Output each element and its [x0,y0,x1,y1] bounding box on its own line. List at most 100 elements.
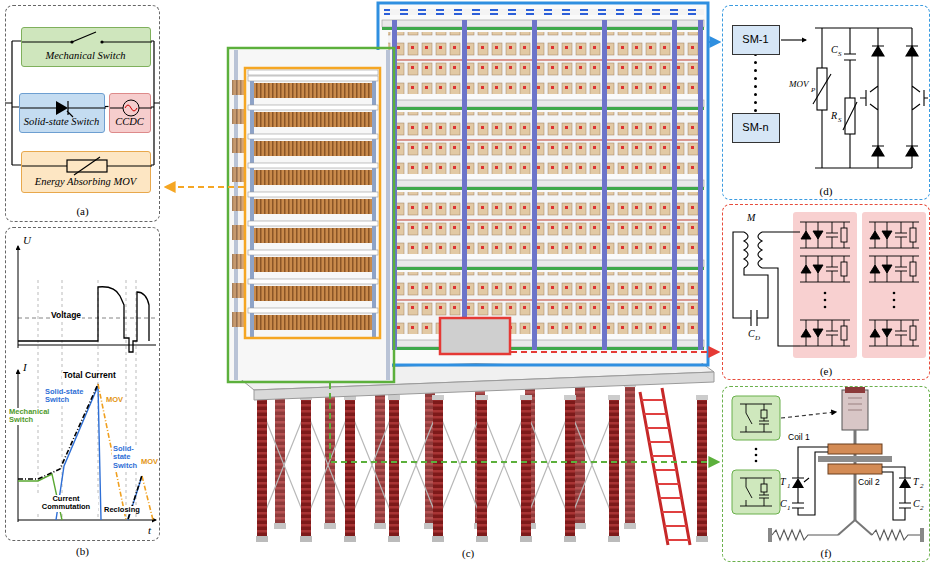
tower-illustration [166,186,244,188]
wave-plot [18,246,156,522]
panel-frame: (a) Mechanical SwitchSolid-state SwitchCC… [5,5,160,222]
panel-caption: (e) [723,365,929,378]
tower-illustration [392,20,703,350]
tower-illustration [602,20,607,350]
tower-illustration [232,308,378,337]
tower-illustration [624,382,636,529]
switch-box: Solid-state Switch [19,93,105,133]
thyristor-symbol [20,94,106,134]
wave-plot [38,280,136,520]
symbol-label: C [780,498,787,509]
wave-plot [18,520,156,521]
fast-switch-actuator [842,390,868,430]
fast-switch-actuator [755,448,758,451]
tower-illustration [382,100,704,174]
tower-illustration [232,221,378,250]
fast-switch-actuator [755,454,758,457]
fast-switch-actuator [732,470,780,514]
annotation-label: Reclosing [103,506,141,514]
tower-illustration [440,318,510,354]
tower-illustration [698,20,703,350]
tower-illustration [608,395,620,542]
fast-switch-actuator [781,412,836,418]
fast-switch-actuator [755,448,758,463]
fast-switch-actuator [818,456,892,462]
ccdc-circuit [758,232,762,268]
ccdc-circuit [869,222,919,248]
fast-switch-actuator [755,460,758,463]
symbol-label: C [748,328,755,339]
wave-plot [18,287,149,352]
ccdc-circuit [733,212,926,358]
fast-switch-actuator [792,447,911,520]
ccdc-circuit [824,292,827,295]
fast-switch-actuator [740,404,772,432]
panel-caption: (b) [6,545,159,558]
symbol-label: R [831,110,837,121]
symbol-label: 2 [920,483,924,491]
fast-switch-actuator [740,478,772,506]
submodule-circuit [781,28,928,168]
tower-illustration [384,9,704,15]
wave-plot [18,370,19,522]
tower-illustration [248,70,378,75]
panel-caption: (f) [723,547,929,560]
ccdc-circuit [793,212,857,358]
ccdc-circuit [800,222,850,248]
mechanical-switch-symbol [22,28,152,68]
symbol-label: 2 [920,505,924,513]
annotation-label: MOV [106,396,123,404]
fast-switch-actuator [838,520,872,535]
box-label: SM-n [742,121,768,134]
panel-caption: (a) [6,205,159,218]
symbol-label: T [780,476,786,487]
ccdc-circuit [862,212,926,358]
fast-switch-actuator [732,396,780,440]
symbol-label: T [913,476,919,487]
tower-illustration [380,5,706,363]
ccdc-circuit [893,292,896,295]
fast-switch-actuator [848,398,862,410]
tower-illustration [232,163,378,192]
tower-illustration [388,395,400,542]
symbol-label: S [838,117,842,125]
tower-illustration [672,20,677,350]
box-label: CCDC [115,116,144,128]
tower-illustration [386,50,390,380]
tower-illustration [382,20,704,94]
tower-illustration [232,134,378,163]
box-label: Mechanical Switch [45,50,125,62]
ccdc-circuit [824,299,827,302]
symbol-label: C [831,44,838,55]
annotation-label: Solid-state Switch [44,388,88,405]
box-label: SM-1 [742,33,768,46]
tower-illustration [432,395,444,542]
symbol-label: C [913,498,920,509]
tower-illustration [462,20,467,350]
wave-plot [18,246,19,348]
tower-illustration [166,3,719,545]
fast-switch-actuator [845,387,865,393]
fast-switch-actuator [792,478,911,488]
submodule-box: SM-n [732,113,780,143]
tower-illustration [344,395,356,542]
symbol-label: 1 [787,483,791,491]
tower-illustration [230,50,392,380]
fast-switch-actuator [828,464,882,474]
fast-switch-actuator [828,444,882,454]
tower-illustration [232,76,378,105]
tower-illustration [709,41,719,43]
tower-illustration [382,180,704,254]
symbol-label: D [755,335,760,343]
annotation-label: (c) [462,547,474,559]
submodule-circuit [817,68,827,110]
panel-frame: (d)SM-1SM-n [722,5,930,200]
submodule-circuit [813,28,928,168]
symbol-label: P [811,87,815,95]
source-symbol [110,94,152,134]
annotation-label: Total Current [62,371,117,380]
submodule-circuit [872,46,918,156]
tower-illustration [378,3,708,365]
tower-illustration [532,20,537,350]
fast-switch-actuator [920,528,924,542]
